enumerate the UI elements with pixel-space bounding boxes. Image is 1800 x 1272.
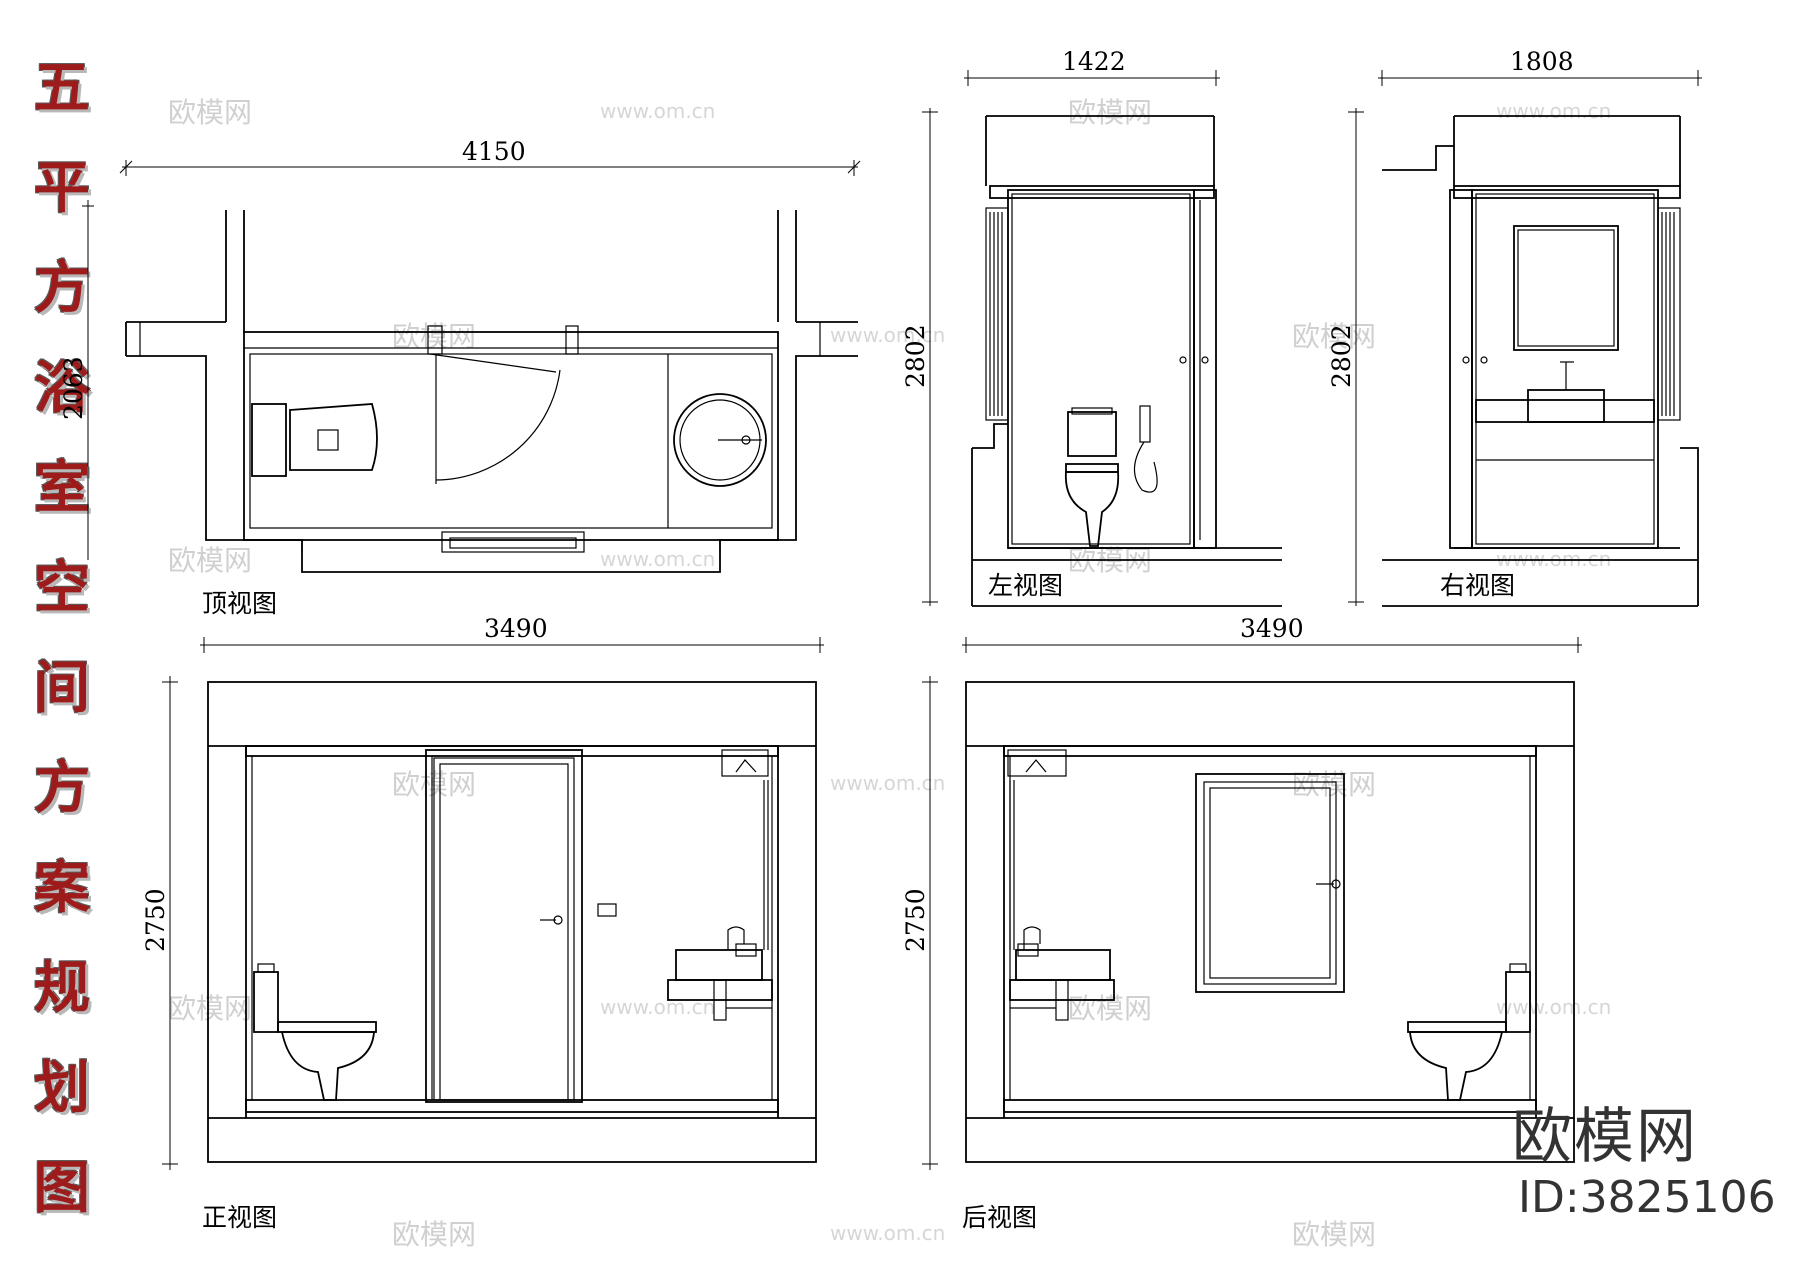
back-view: 3490 2750 (901, 614, 1582, 1232)
view-label: 后视图 (962, 1203, 1037, 1232)
door-handle-icon (1316, 879, 1341, 889)
brand-id: ID:3825106 (1518, 1172, 1776, 1223)
dimension-height: 2802 (1327, 324, 1356, 388)
vanity-icon (1009, 926, 1115, 1021)
vanity-icon (1475, 361, 1655, 461)
title-char: 五 (34, 55, 90, 121)
dimension-line-vertical (82, 200, 94, 560)
right-view: 1808 2802 (1327, 47, 1702, 607)
wall-outline (971, 115, 1282, 607)
dimension-width: 1808 (1510, 47, 1574, 76)
dimension-line (964, 70, 1220, 86)
vanity-icon (667, 926, 773, 1021)
watermark-layer: 欧模网 www.om.cn 欧模网 www.om.cn 欧模网 www.om.c… (168, 96, 1611, 1251)
view-label: 左视图 (988, 571, 1063, 600)
watermark-text: 欧模网 (168, 544, 252, 577)
dimension-line (200, 637, 824, 653)
dimension-width: 3490 (1240, 614, 1304, 643)
title-char: 方 (34, 255, 90, 321)
view-label: 正视图 (202, 1203, 277, 1232)
toilet-side-icon (1064, 407, 1120, 547)
dimension-width: 3490 (484, 614, 548, 643)
watermark-text: 欧模网 (168, 96, 252, 129)
dimension-line-vertical (922, 676, 938, 1170)
view-label: 右视图 (1440, 571, 1515, 600)
dimension-height: 2750 (901, 888, 930, 952)
watermark-text: 欧模网 (1292, 1218, 1376, 1251)
wall-outline (207, 681, 817, 1163)
watermark-url: www.om.cn (1496, 547, 1611, 571)
dimension-line (962, 637, 1582, 653)
watermark-url: www.om.cn (600, 995, 715, 1019)
door-frame (425, 749, 583, 1103)
dimension-width: 1422 (1062, 47, 1126, 76)
mirror-icon (1195, 773, 1345, 993)
watermark-url: www.om.cn (830, 323, 945, 347)
shower-rail (1009, 780, 1015, 950)
wall-outline (125, 210, 858, 573)
view-label: 顶视图 (202, 589, 277, 618)
dimension-line-vertical (1348, 108, 1364, 606)
watermark-text: 欧模网 (1068, 96, 1152, 129)
watermark-text: 欧模网 (168, 992, 252, 1025)
curtain-panel (1657, 207, 1681, 421)
top-view: 4150 2063 (59, 137, 861, 618)
watermark-text: 欧模网 (1292, 768, 1376, 801)
dimension-line (119, 160, 861, 176)
toilet-plan-icon (251, 403, 378, 477)
door-handle-icon (1179, 356, 1209, 364)
dimension-height: 2750 (141, 888, 170, 952)
dimension-height: 2802 (901, 324, 930, 388)
exhaust-fan-icon (721, 749, 769, 777)
dimension-width: 4150 (462, 137, 526, 166)
title-char: 案 (34, 855, 90, 921)
watermark-url: www.om.cn (600, 547, 715, 571)
wall-outline (1382, 115, 1699, 607)
watermark-url: www.om.cn (830, 771, 945, 795)
watermark-url: www.om.cn (1496, 99, 1611, 123)
title-char: 平 (34, 155, 90, 221)
title-char: 浴 (34, 355, 90, 421)
door-handle-icon (540, 915, 563, 925)
dimension-height: 2063 (59, 356, 88, 420)
vertical-title: 五 平 方 浴 室 空 间 方 案 规 划 图 (22, 38, 102, 1238)
watermark-text: 欧模网 (1068, 992, 1152, 1025)
title-char: 空 (34, 555, 90, 621)
shower-hose-icon (1133, 405, 1158, 493)
sink-plan-icon (673, 393, 767, 487)
shower-rail (763, 780, 769, 950)
watermark-url: www.om.cn (1496, 995, 1611, 1019)
left-view: 1422 2802 (901, 47, 1282, 607)
watermark-text: 欧模网 (1292, 320, 1376, 353)
title-char: 规 (34, 955, 90, 1021)
curtain-panel (985, 207, 1009, 421)
title-char: 图 (34, 1155, 90, 1221)
dimension-line-vertical (162, 676, 178, 1170)
title-char: 方 (34, 755, 90, 821)
door-handle-icon (1462, 356, 1488, 364)
title-char: 室 (34, 455, 90, 521)
watermark-url: www.om.cn (830, 1221, 945, 1245)
toilet-side-icon (1407, 963, 1531, 1101)
toilet-side-icon (253, 963, 377, 1101)
dimension-line (1378, 70, 1702, 86)
front-view: 3490 2750 (141, 614, 824, 1232)
sliding-door-track (427, 325, 579, 484)
dimension-line-vertical (922, 108, 938, 606)
wall-outline (965, 681, 1575, 1163)
watermark-text: 欧模网 (392, 1218, 476, 1251)
light-switch-icon (597, 903, 617, 917)
watermark-url: www.om.cn (600, 99, 715, 123)
title-char: 间 (34, 655, 90, 721)
mirror-icon (1513, 225, 1619, 351)
brand-logo-text: 欧模网 (1512, 1102, 1698, 1172)
exhaust-fan-icon (1007, 749, 1067, 777)
title-char: 划 (34, 1055, 90, 1121)
